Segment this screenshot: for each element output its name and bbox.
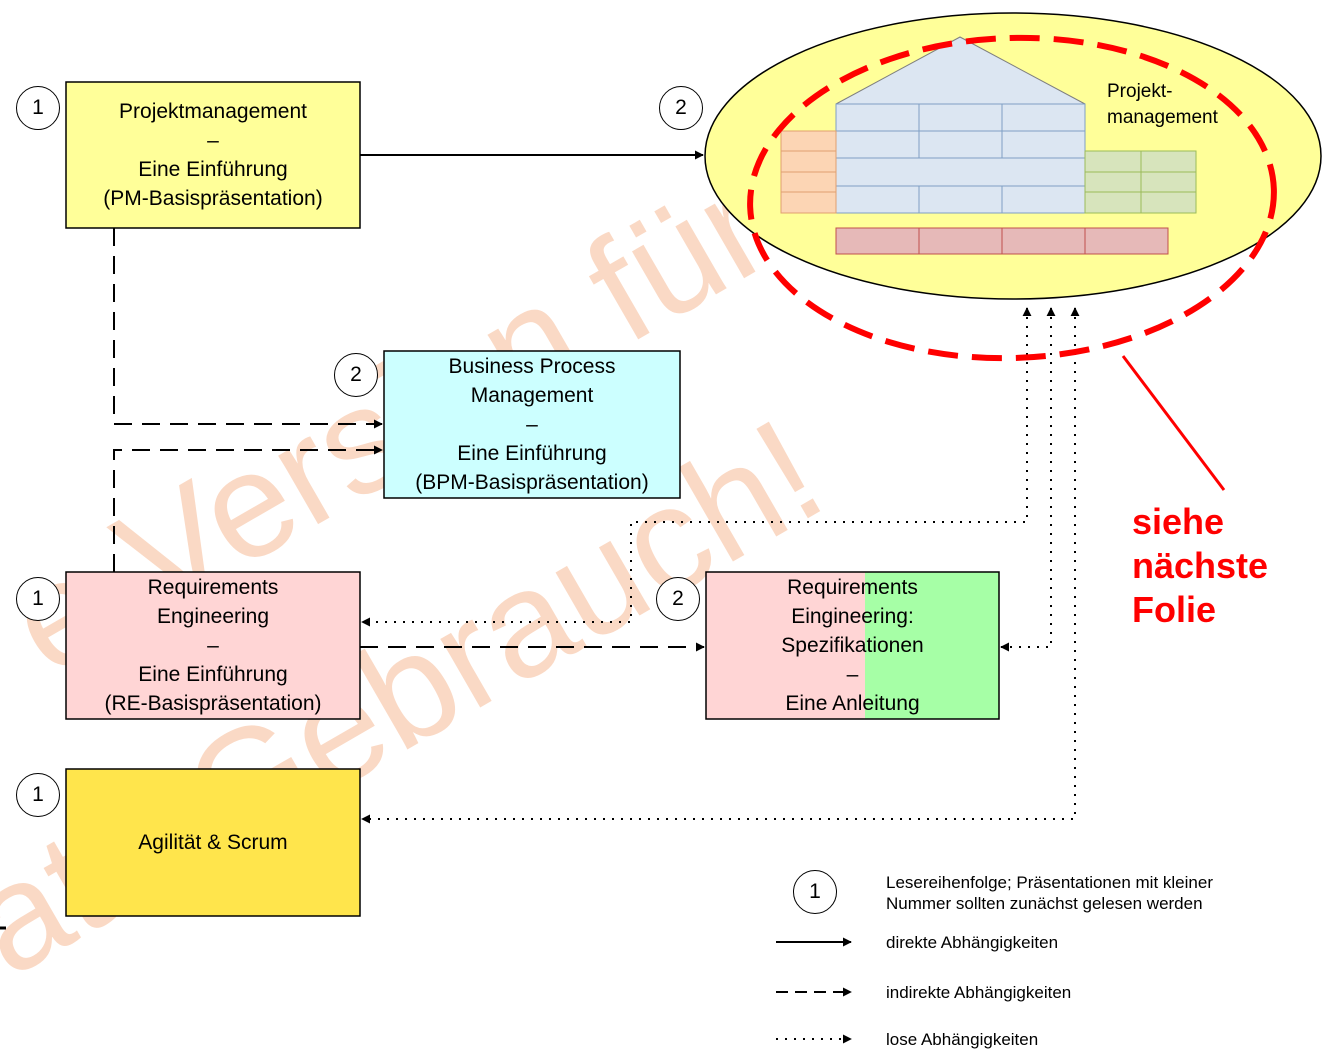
pm-ellipse-graphic[interactable] <box>704 12 1322 300</box>
pm-box-text: Projektmanagement – Eine Einführung (PM-… <box>66 82 360 228</box>
re-title-2: Engineering <box>156 605 270 628</box>
re-note: (RE-Basispräsentation) <box>104 692 322 715</box>
pm-dash: – <box>207 129 219 152</box>
pm-note: (PM-Basispräsentation) <box>103 187 323 210</box>
spec-number-badge: 2 <box>656 577 700 621</box>
bpm-box-text: Business Process Management – Eine Einfü… <box>384 351 680 498</box>
dashed-pm-to-bpm <box>113 228 383 429</box>
legend-number-badge: 1 <box>793 870 837 914</box>
agile-box-text: Agilität & Scrum <box>66 769 360 916</box>
pm-subtitle: Eine Einführung <box>138 158 288 181</box>
spec-title-3: Spezifikationen <box>781 634 924 657</box>
re-title-1: Requirements <box>147 576 279 599</box>
callout-dashed-ellipse <box>747 34 1277 362</box>
bpm-title-1: Business Process <box>448 355 616 378</box>
callout-line-2: nächste <box>1132 545 1269 586</box>
ellipse-label-line-2: management <box>1107 107 1218 128</box>
spec-dash: – <box>846 663 859 686</box>
re-box[interactable] <box>65 571 361 720</box>
legend-loose-label: lose Abhängigkeiten <box>886 1030 1039 1049</box>
bpm-subtitle: Eine Einführung <box>457 442 607 465</box>
re-number-badge: 1 <box>16 577 60 621</box>
bpm-title-2: Management <box>470 384 594 407</box>
house-right-wing <box>1084 150 1197 214</box>
agile-box[interactable] <box>65 768 361 917</box>
ellipse-label-line-1: Projekt- <box>1107 81 1173 102</box>
re-dash: – <box>207 634 219 657</box>
dashed-re-to-bpm <box>113 445 383 572</box>
pm-box[interactable] <box>65 81 361 229</box>
pm-title: Projektmanagement <box>119 100 307 123</box>
ellipse-label: Projekt- management <box>1107 79 1218 131</box>
spec-box-text: Requirements Eingineering: Spezifikation… <box>706 572 999 719</box>
spec-title-2: Eingineering: <box>791 605 914 628</box>
agile-title: Agilität & Scrum <box>138 831 288 854</box>
callout-text: siehe nächste Folie <box>1132 500 1268 632</box>
callout-line-1: siehe <box>1132 501 1225 542</box>
agile-number-badge: 1 <box>16 773 60 817</box>
house-left-wing <box>780 130 837 214</box>
spec-subtitle: Eine Anleitung <box>785 692 920 715</box>
bpm-number-badge: 2 <box>334 353 378 397</box>
callout-line-3: Folie <box>1132 589 1217 630</box>
legend-reading-order: Lesereihenfolge; Präsentationen mit klei… <box>886 872 1213 914</box>
bpm-dash: – <box>526 413 538 436</box>
re-box-text: Requirements Engineering – Eine Einführu… <box>66 572 360 719</box>
bpm-note: (BPM-Basispräsentation) <box>415 471 649 494</box>
house-foundation <box>835 227 1169 255</box>
spec-title-1: Requirements <box>787 576 918 599</box>
pm-number-badge: 1 <box>16 86 60 130</box>
ellipse-number-badge: 2 <box>659 86 703 130</box>
re-subtitle: Eine Einführung <box>138 663 288 686</box>
callout-pointer-line <box>1121 355 1226 491</box>
legend-direct-label: direkte Abhängigkeiten <box>886 933 1059 952</box>
legend-reading-order-line-1: Lesereihenfolge; Präsentationen mit klei… <box>886 873 1213 892</box>
house-body <box>835 103 1086 214</box>
legend-reading-order-line-2: Nummer sollten zunächst gelesen werden <box>886 894 1203 913</box>
legend-indirect-label: indirekte Abhängigkeiten <box>886 983 1072 1002</box>
